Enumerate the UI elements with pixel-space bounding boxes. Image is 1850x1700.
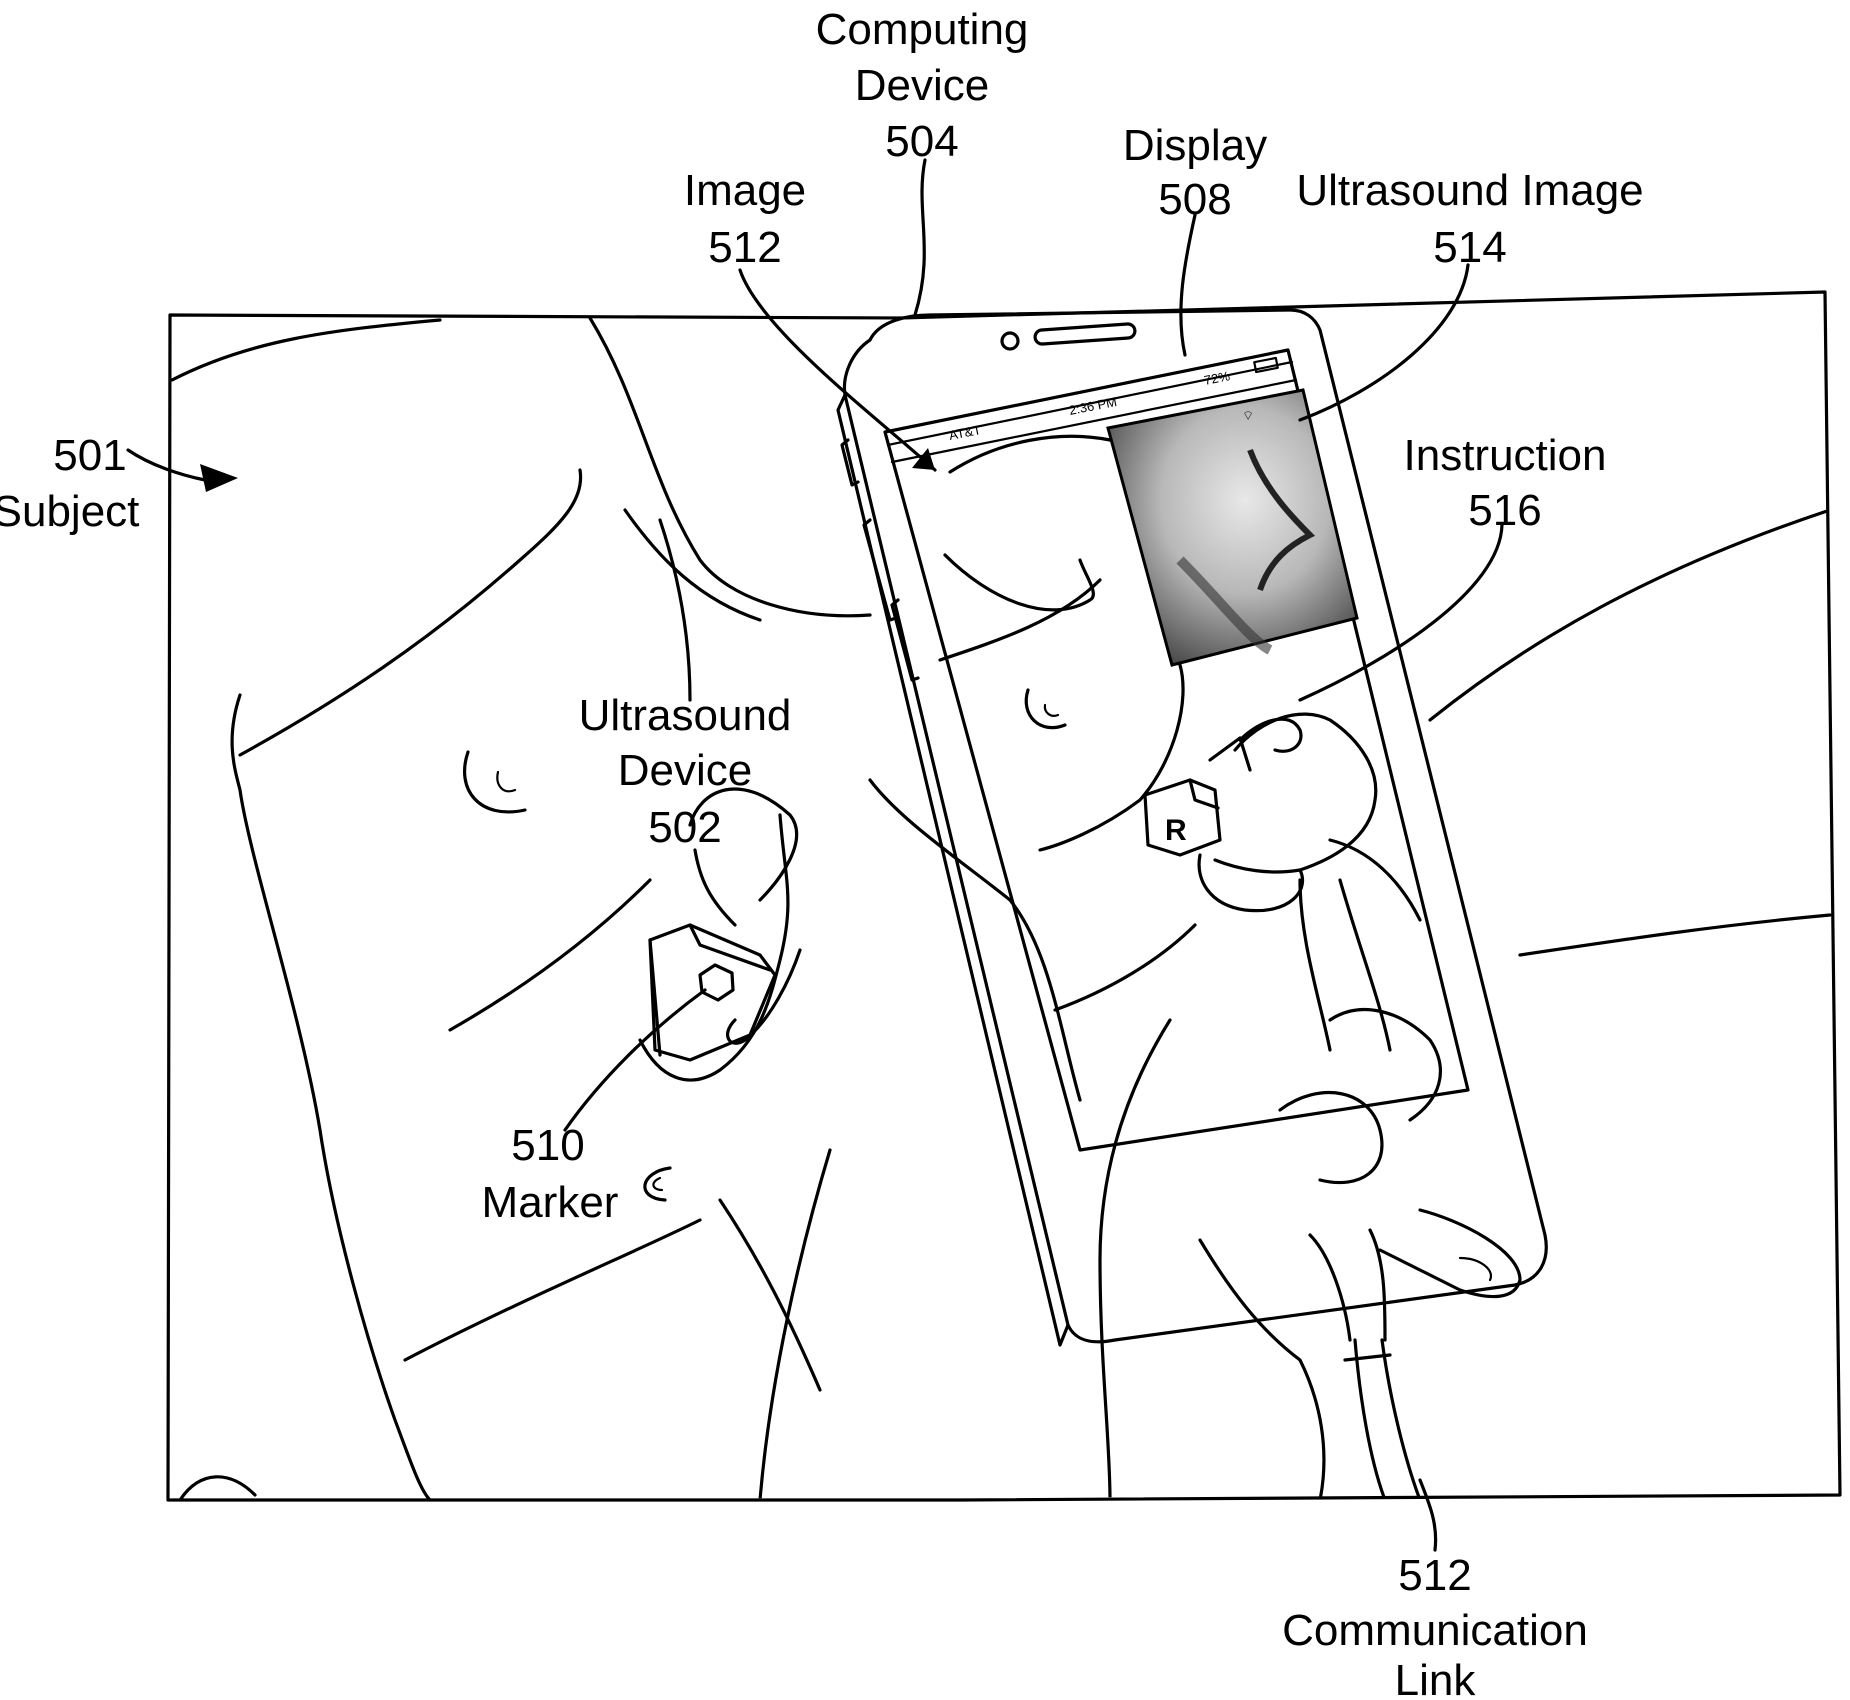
label-instruction: Instruction 516 (1404, 431, 1607, 535)
phone-camera (1002, 333, 1018, 349)
right-hand-forearm (1100, 1020, 1170, 1500)
svg-text:Image: Image (684, 166, 806, 215)
svg-text:Instruction: Instruction (1404, 431, 1607, 480)
svg-text:Ultrasound: Ultrasound (579, 691, 792, 740)
leader-marker (565, 990, 705, 1130)
svg-text:502: 502 (648, 803, 721, 852)
subject-shoulder-top (172, 320, 440, 380)
subject-pec-line (240, 470, 581, 755)
left-hand-outline (640, 815, 788, 1080)
screen-probe: R (1145, 780, 1220, 855)
screen-probe-letter: R (1165, 814, 1187, 847)
label-ultrasound-device: Ultrasound Device 502 (579, 691, 792, 852)
svg-text:512: 512 (708, 223, 781, 272)
svg-text:510: 510 (511, 1121, 584, 1170)
svg-text:514: 514 (1433, 223, 1506, 272)
probe-marker-hexagon (700, 965, 733, 1000)
left-hand-finger (728, 950, 800, 1043)
leader-ultrasound-device (695, 850, 735, 925)
label-subject: 501 Subject (0, 431, 139, 536)
label-computing-device: Computing Device 504 (816, 5, 1029, 166)
subject-chest-crease (625, 510, 760, 620)
svg-text:504: 504 (885, 117, 958, 166)
phone-side-edge (838, 395, 1068, 1345)
ultrasound-wifi-icon: ⌔ (1242, 408, 1254, 423)
label-image: Image 512 (684, 166, 806, 272)
subject-abdomen-line (450, 880, 650, 1030)
status-carrier: AT&T (948, 422, 983, 443)
svg-text:512: 512 (1398, 1551, 1471, 1600)
nipple-left (465, 752, 525, 812)
svg-text:501: 501 (53, 431, 126, 480)
svg-text:Communication: Communication (1282, 1606, 1588, 1655)
subject-waist-line (405, 1220, 700, 1360)
svg-text:Link: Link (1395, 1656, 1477, 1700)
leader-communication-link (1420, 1480, 1436, 1550)
svg-text:Device: Device (618, 746, 753, 795)
leader-subject (128, 450, 205, 480)
svg-text:508: 508 (1158, 175, 1231, 224)
svg-text:Subject: Subject (0, 487, 139, 536)
leader-ultrasound-image (1300, 265, 1468, 420)
subject-lower-curve (180, 1477, 255, 1500)
status-battery: 72% (1203, 368, 1232, 388)
subject-torso-left (232, 695, 430, 1500)
svg-text:Display: Display (1123, 121, 1267, 170)
svg-text:Device: Device (855, 61, 990, 110)
svg-text:Ultrasound Image: Ultrasound Image (1296, 166, 1643, 215)
leader-subject-arrowhead (200, 464, 238, 492)
subject-leg-line (760, 1150, 830, 1500)
leader-computing-device (915, 160, 925, 315)
right-hand-thumb (1380, 1210, 1520, 1297)
subject-right-arm-bottom (1520, 915, 1830, 955)
label-marker: 510 Marker (482, 1121, 619, 1227)
label-ultrasound-image: Ultrasound Image 514 (1296, 166, 1643, 272)
leader-display (1181, 215, 1195, 355)
navel (645, 1168, 670, 1200)
label-display: Display 508 (1123, 121, 1267, 224)
subject-arm-upper (590, 318, 870, 616)
subject-right-arm-top (1430, 510, 1830, 720)
svg-text:Computing: Computing (816, 5, 1029, 54)
right-hand-nail (1460, 1258, 1491, 1280)
leader-lines (128, 160, 1502, 1550)
svg-text:Marker: Marker (482, 1178, 619, 1227)
communication-cable (1310, 1230, 1420, 1500)
status-time: 2:36 PM (1068, 394, 1118, 418)
subject-rib-line (660, 520, 690, 700)
scene: AT&T 2:36 PM 72% ⌔ (172, 310, 1830, 1500)
phone-speaker (1035, 324, 1136, 345)
svg-text:516: 516 (1468, 486, 1541, 535)
label-communication-link: 512 Communication Link (1282, 1551, 1588, 1700)
ultrasound-image: ⌔ (1108, 390, 1357, 665)
subject-side-right (720, 1200, 820, 1390)
ultrasound-device-probe (650, 925, 775, 1060)
leader-image (740, 270, 935, 470)
right-hand-wrist (1200, 1240, 1324, 1500)
